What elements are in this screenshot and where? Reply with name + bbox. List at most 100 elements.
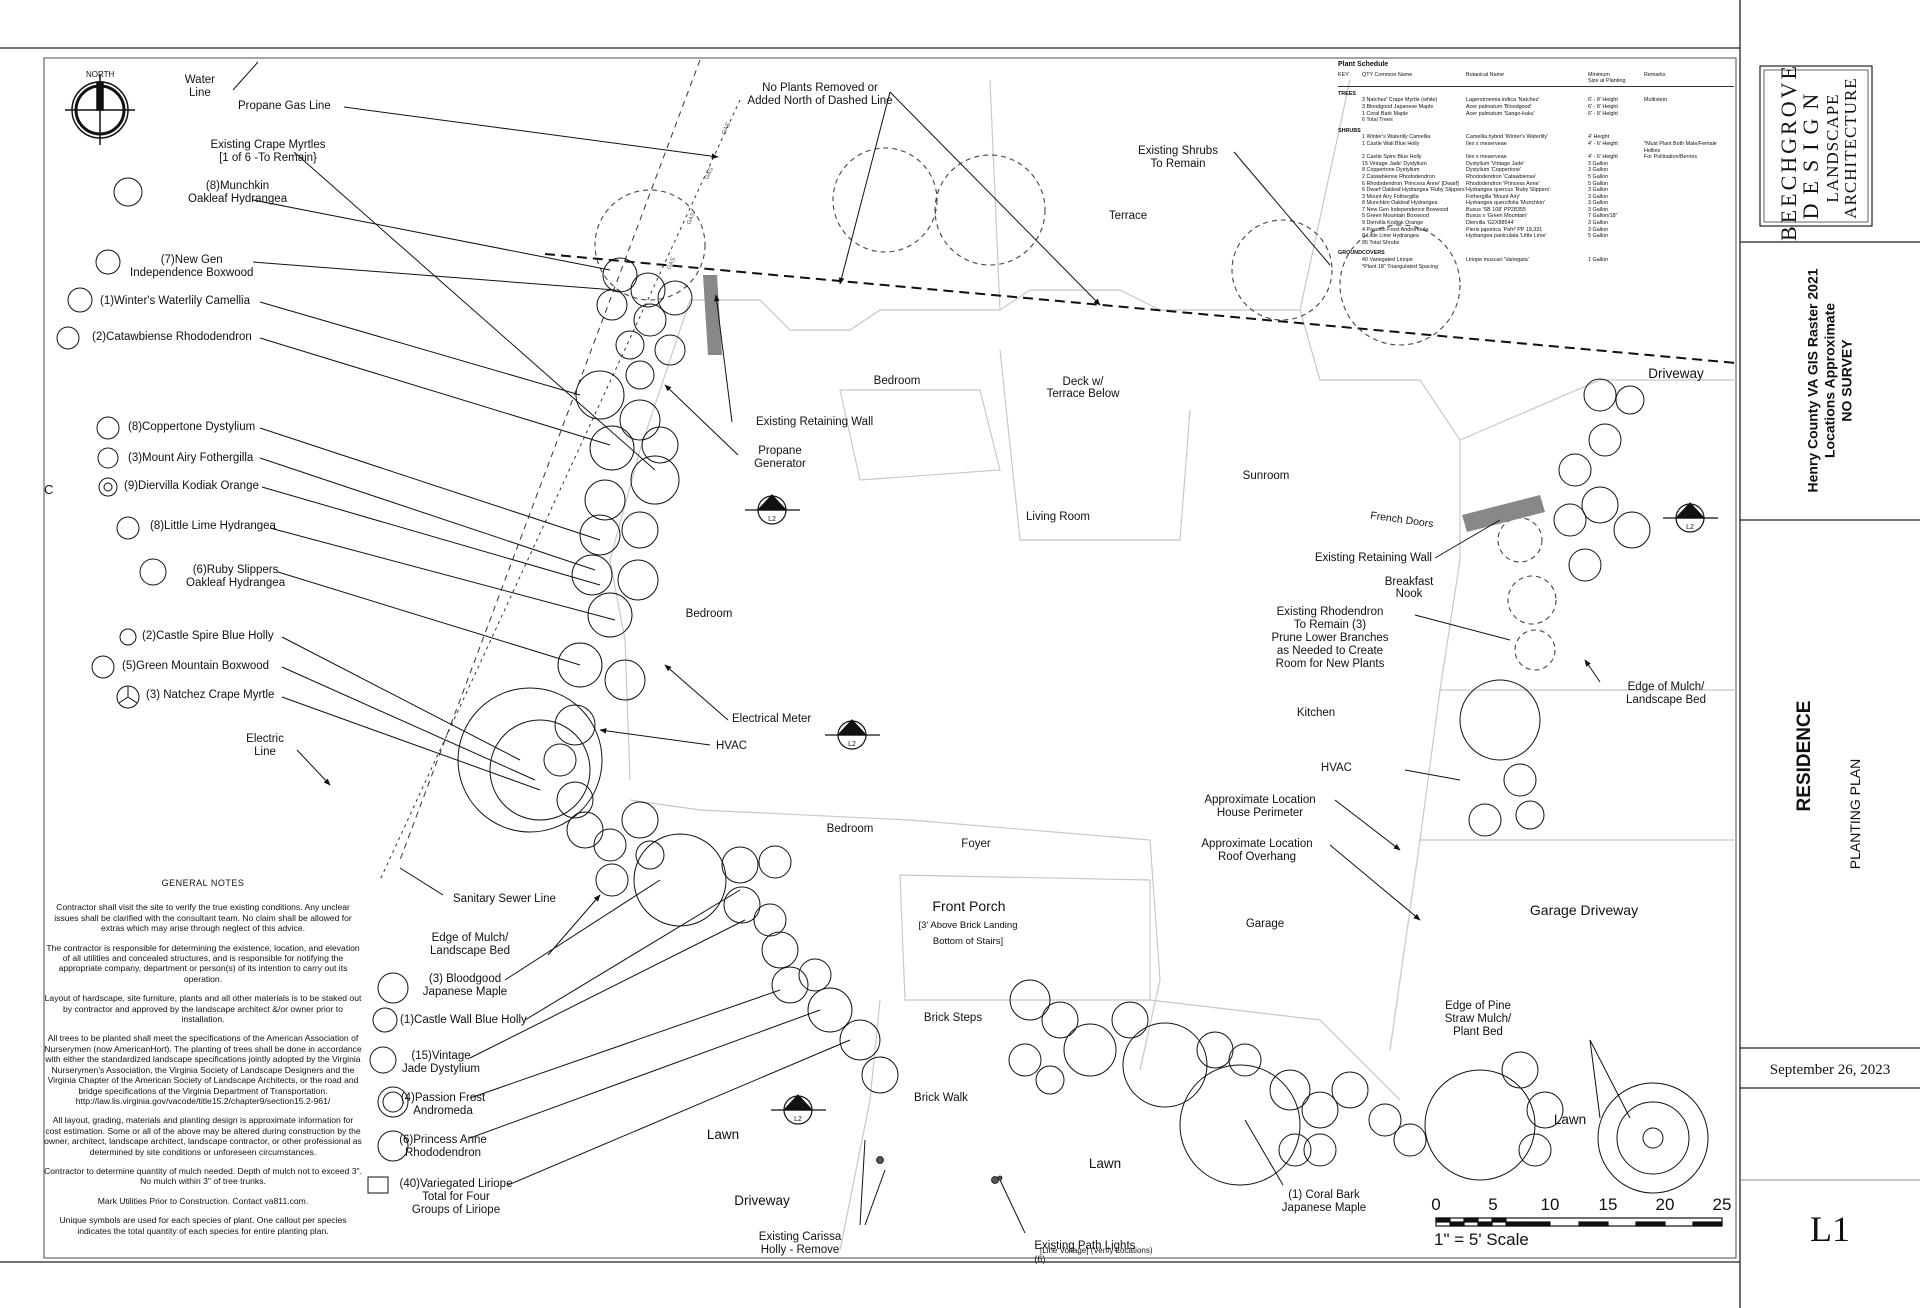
label-breakfast-nook: Breakfast Nook xyxy=(1384,576,1434,600)
schedule-cell: 1 Winter's Waterlily Camellia xyxy=(1362,134,1431,141)
schedule-cell xyxy=(1644,213,1724,220)
callout-propane-generator: Propane Generator xyxy=(754,445,806,470)
schedule-cell xyxy=(1644,264,1724,271)
north-arrow-icon xyxy=(65,75,135,145)
schedule-section-groundcovers: GROUNDCOVERS xyxy=(1338,250,1385,257)
schedule-cell xyxy=(1644,194,1724,201)
schedule-row: 1 Castle Wall Blue Holly Ilex x meserveae… xyxy=(1338,141,1734,154)
hdr-common: QTY Common Name xyxy=(1362,71,1413,78)
schedule-cell: Rhododendron 'Catawbiense' xyxy=(1466,173,1537,180)
legend-munchkin-oakleaf-hydrangea: (8)Munchkin Oakleaf Hydrangea xyxy=(188,180,288,205)
svg-text:GAS: GAS xyxy=(666,257,677,271)
general-note: All trees to be planted shall meet the s… xyxy=(44,1033,362,1106)
legend-bloodgood-japanese-maple: (3) Bloodgood Japanese Maple xyxy=(422,973,508,998)
schedule-cell: Hydrangea quercus 'Ruby Slippers' xyxy=(1466,187,1551,194)
label-bedroom-bottom: Bedroom xyxy=(826,823,874,835)
schedule-cell: Acer palmatum 'Sango-kaku' xyxy=(1466,110,1535,117)
schedule-cell xyxy=(1466,240,1588,247)
schedule-cell: *Plant 18" Triangulated Spacing xyxy=(1362,263,1438,270)
schedule-cell xyxy=(1338,104,1362,111)
scale-tick-5: 5 xyxy=(1488,1195,1498,1214)
section-marker-1-num: 1 xyxy=(769,502,775,512)
legend-winters-waterlily-camellia: (1)Winter's Waterlily Camellia xyxy=(100,295,251,307)
schedule-cell xyxy=(1338,220,1362,227)
schedule-cell: 3 Gallon xyxy=(1588,206,1609,213)
scale-tick-25: 25 xyxy=(1712,1195,1732,1214)
schedule-cell: Liriope muscari 'Variegata' xyxy=(1466,257,1529,264)
plant-schedule-header: KEY QTY Common Name Botanical Name Minim… xyxy=(1338,72,1734,87)
callout-no-plants-removed: No Plants Removed or Added North of Dash… xyxy=(747,82,893,107)
schedule-cell xyxy=(1588,117,1644,124)
schedule-cell: Lagerstroemia indica 'Natchez' xyxy=(1466,97,1540,104)
callout-hvac-right: HVAC xyxy=(1320,762,1352,774)
source-note-line-1: Henry County VA GIS Raster 2021 xyxy=(1804,268,1821,493)
schedule-cell: Pieris japonica 'Pafrl' PP 19,331 xyxy=(1466,226,1543,233)
front-porch-note: [3' Above Brick Landing Bottom of Stairs… xyxy=(918,920,1018,947)
schedule-cell xyxy=(1644,207,1724,214)
callout-existing-rhododendron: Existing Rhodendron To Remain (3) Prune … xyxy=(1271,606,1389,670)
general-note: Contractor shall visit the site to verif… xyxy=(54,902,352,934)
scale-tick-20: 20 xyxy=(1655,1195,1675,1214)
label-brick-steps: Brick Steps xyxy=(923,1012,983,1024)
source-note: Henry County VA GIS Raster 2021 Location… xyxy=(1805,241,1856,521)
general-notes: GENERAL NOTES Contractor shall visit the… xyxy=(44,878,362,1245)
existing-trees xyxy=(594,147,1557,671)
schedule-cell xyxy=(1644,227,1724,234)
schedule-cell xyxy=(1338,111,1362,118)
schedule-cell: 1 Castle Wall Blue Holly xyxy=(1362,140,1420,147)
sheet-number: L1 xyxy=(1810,1209,1850,1249)
schedule-cell xyxy=(1338,257,1362,264)
scale-tick-0: 0 xyxy=(1431,1195,1441,1214)
schedule-cell xyxy=(1466,264,1588,271)
schedule-cell xyxy=(1338,97,1362,104)
legend-vintage-jade-dystylium: (15)Vintage Jade Dystylium xyxy=(402,1050,480,1075)
schedule-row: 85 Total Shrubs xyxy=(1338,240,1734,247)
label-garage-driveway: Garage Driveway xyxy=(1529,902,1639,918)
schedule-cell: 3 Gallon xyxy=(1588,167,1609,174)
general-notes-title: GENERAL NOTES xyxy=(161,878,245,888)
sheet-title: PLANTING PLAN xyxy=(1847,758,1863,870)
legend-passion-frost-andromeda: (4)Passion Frost Andromeda xyxy=(400,1092,486,1117)
scale-bar-graphic xyxy=(1435,1217,1723,1227)
callout-sanitary-sewer-line: Sanitary Sewer Line xyxy=(453,893,556,905)
schedule-cell xyxy=(1644,220,1724,227)
schedule-cell: 8 Munchkin Oakleaf Hydrangea xyxy=(1362,200,1438,207)
label-garage: Garage xyxy=(1245,918,1285,930)
callout-coral-bark-maple: (1) Coral Bark Japanese Maple xyxy=(1281,1189,1367,1214)
callout-existing-path-lights: Existing Path Lights (6) xyxy=(1028,1227,1135,1266)
schedule-row: 6 Dwarf Oakleaf Hydrangea 'Ruby Slippers… xyxy=(1338,187,1734,194)
section-marker-4-sheet: L2 xyxy=(794,1116,802,1123)
section-marker-2-sheet: L2 xyxy=(848,741,856,748)
sheet-date: September 26, 2023 xyxy=(1769,1062,1891,1078)
schedule-cell: 15 Vintage Jade' Dystylium xyxy=(1362,160,1427,167)
schedule-cell xyxy=(1588,240,1644,247)
section-marker-2-num: 2 xyxy=(849,727,855,737)
label-lawn-mid: Lawn xyxy=(1088,1156,1122,1171)
schedule-cell: *Must Plant Both Male/Female Hollies xyxy=(1644,140,1717,154)
label-living-room: Living Room xyxy=(1026,511,1090,523)
schedule-cell xyxy=(1338,240,1362,247)
schedule-cell: 5 Green Mountain Boxwood xyxy=(1362,213,1429,220)
schedule-cell: Ilex x meserveae xyxy=(1466,140,1507,147)
gas-line-labels: GAS GAS GAS GAS xyxy=(666,122,732,271)
schedule-cell: 3 Gallon xyxy=(1588,160,1609,167)
schedule-row: *Plant 18" Triangulated Spacing xyxy=(1338,264,1734,271)
schedule-cell xyxy=(1338,213,1362,220)
section-marker-1-sheet: L2 xyxy=(768,516,776,523)
schedule-cell: Ilex x meserveae xyxy=(1466,154,1507,161)
general-note: Mark Utilities Prior to Construction. Co… xyxy=(97,1195,309,1206)
schedule-cell: 5 Gallon xyxy=(1588,173,1609,180)
north-label: NORTH xyxy=(86,70,115,79)
general-note: Layout of hardscape, site furniture, pla… xyxy=(44,993,362,1025)
schedule-cell xyxy=(1644,240,1724,247)
schedule-cell xyxy=(1644,200,1724,207)
schedule-cell xyxy=(1644,161,1724,168)
